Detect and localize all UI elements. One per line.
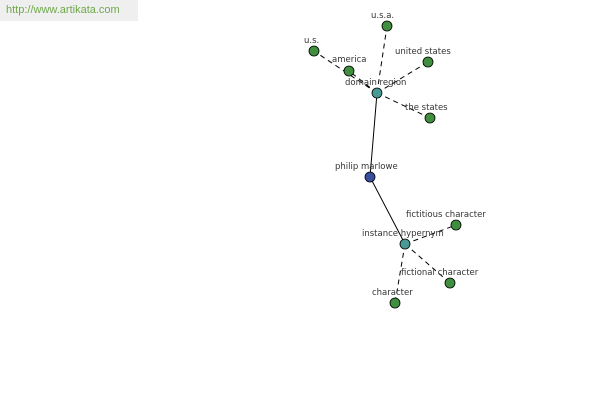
edge-hypernym-character [394, 243, 406, 304]
edge-center-instance-hypernym [369, 176, 406, 245]
label-united-states: united states [395, 47, 451, 57]
graph-labels: philip marlowe domain region instance hy… [304, 11, 486, 298]
node-fictitious-character[interactable] [450, 219, 462, 231]
edge-hypernym-fictional [404, 243, 451, 284]
label-america: america [332, 55, 366, 65]
edge-domain-america [348, 70, 378, 94]
label-instance-hypernym: instance hypernym [362, 229, 444, 239]
site-url-link[interactable]: http://www.artikata.com [0, 0, 138, 21]
label-philip-marlowe: philip marlowe [335, 162, 398, 172]
label-character: character [372, 288, 413, 298]
node-character[interactable] [389, 297, 401, 309]
node-fictional-character[interactable] [444, 277, 456, 289]
label-the-states: the states [405, 103, 448, 113]
edge-center-domain-region [369, 92, 378, 178]
edge-domain-united-states [376, 61, 429, 94]
edge-domain-the-states [376, 92, 431, 119]
node-america[interactable] [343, 65, 355, 77]
label-fictitious-character: fictitious character [406, 210, 486, 220]
node-united-states[interactable] [422, 56, 434, 68]
node-us[interactable] [308, 45, 320, 57]
node-usa-dots[interactable] [381, 20, 393, 32]
node-domain-region[interactable] [371, 87, 383, 99]
label-us: u.s. [304, 36, 319, 46]
label-fictional-character: fictional character [401, 268, 479, 278]
label-domain-region: domain region [345, 78, 406, 88]
graph-nodes [308, 20, 462, 309]
graph-edges [313, 25, 457, 304]
node-instance-hypernym[interactable] [399, 238, 411, 250]
label-usa-dots: u.s.a. [371, 11, 394, 21]
edge-domain-usa-dots [376, 25, 388, 94]
node-philip-marlowe[interactable] [364, 171, 376, 183]
edge-hypernym-fictitious [404, 224, 457, 245]
node-the-states[interactable] [424, 112, 436, 124]
